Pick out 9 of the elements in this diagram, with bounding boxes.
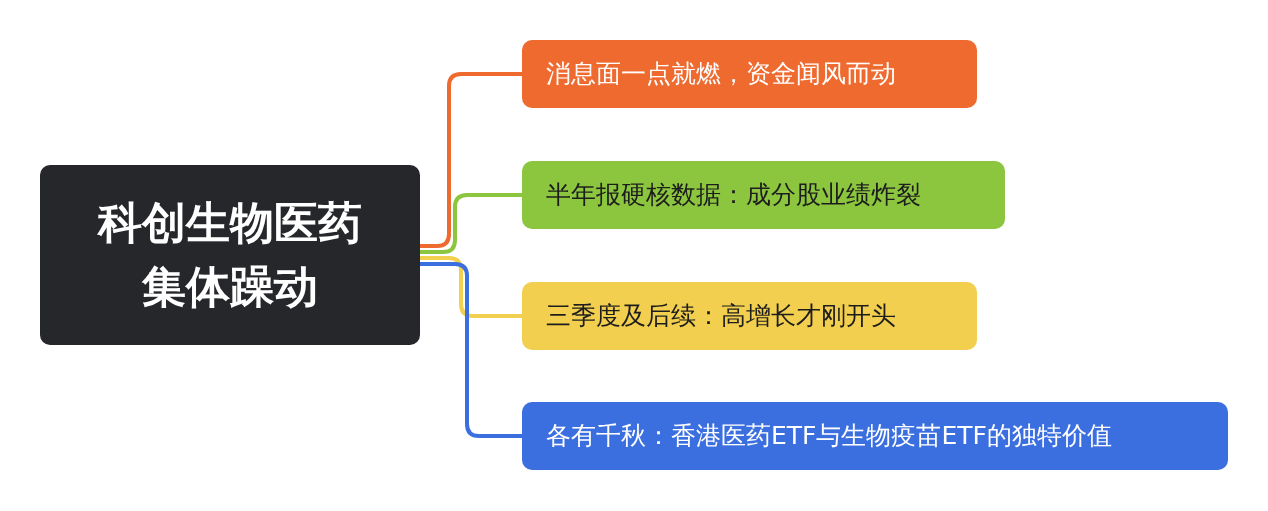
- subtopic-box: 各有千秋：香港医药ETF与生物疫苗ETF的独特价值: [522, 402, 1228, 470]
- subtopic-box: 三季度及后续：高增长才刚开头: [522, 282, 977, 350]
- subtopic-box: 半年报硬核数据：成分股业绩炸裂: [522, 161, 1005, 229]
- connector: [420, 72, 522, 248]
- connector: [420, 256, 522, 318]
- subtopic-box: 消息面一点就燃，资金闻风而动: [522, 40, 977, 108]
- topic-box: 科创生物医药集体躁动: [40, 165, 420, 345]
- connector: [420, 262, 522, 438]
- connector: [420, 193, 522, 254]
